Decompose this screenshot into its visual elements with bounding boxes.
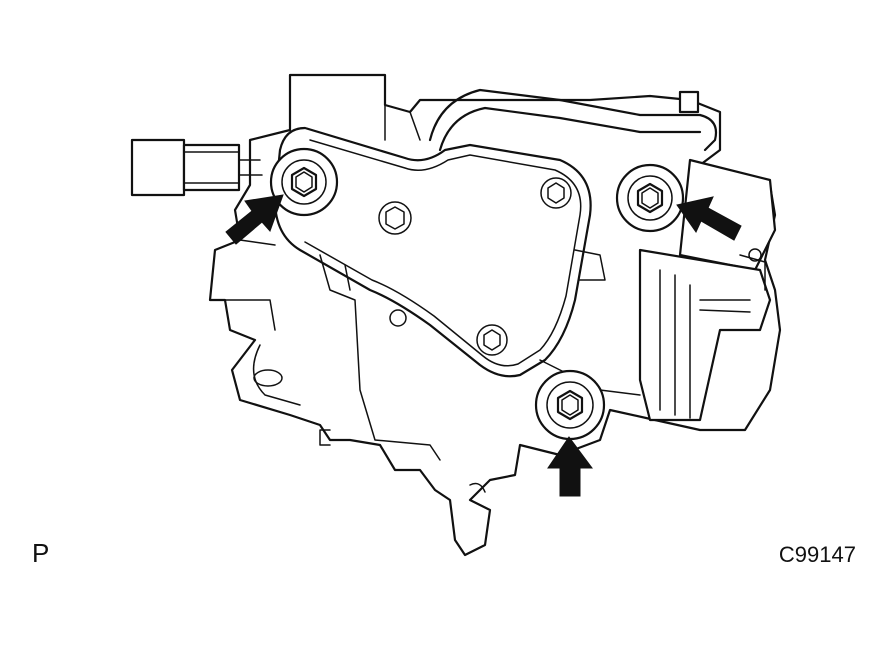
figure-code: C99147: [778, 542, 856, 567]
bolt-bottom: [534, 369, 606, 441]
plate-bolt-left: [378, 201, 412, 235]
bolt-top-left: [269, 147, 339, 217]
arrow-icon-top-left: [225, 194, 284, 245]
left-connector: [130, 138, 263, 197]
view-label: P: [32, 538, 50, 568]
plate-bolt-bottom: [476, 324, 508, 356]
housing-outline: [208, 73, 782, 557]
arrow-icon-bottom: [547, 436, 593, 497]
tube: [428, 88, 718, 152]
plate-bolt-top: [540, 177, 572, 209]
bolt-top-right: [615, 163, 685, 233]
arrow-icon-top-right: [676, 196, 742, 241]
right-actuator: [638, 158, 777, 422]
